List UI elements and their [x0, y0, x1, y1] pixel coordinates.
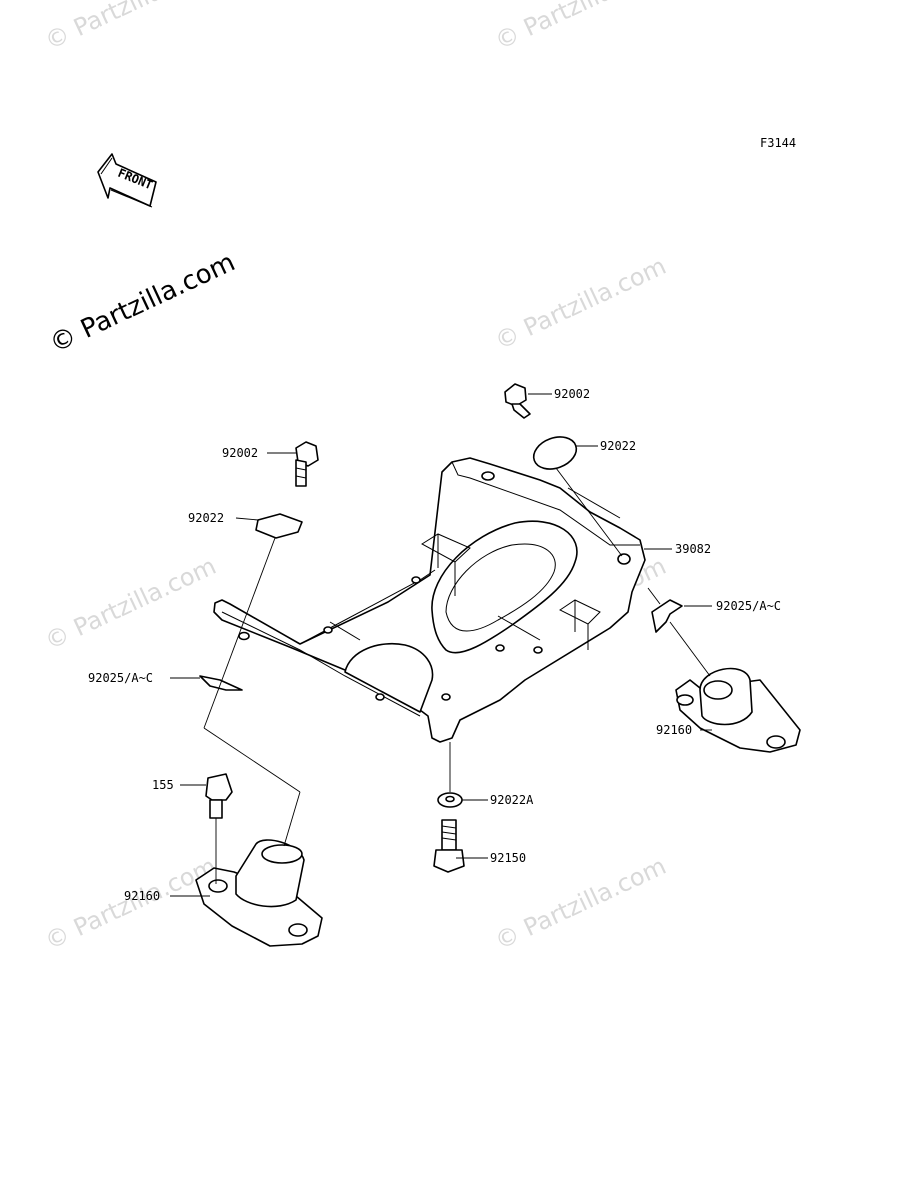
watermark-main: © Partzilla.com	[45, 247, 240, 359]
watermark-faint-6: © Partzilla.com	[41, 852, 221, 956]
leader-lines	[170, 393, 712, 897]
watermark-faint-1: © Partzilla.com	[41, 0, 221, 55]
label-washer-bottom: 92022A	[490, 793, 534, 807]
label-washer-top-left: 92022	[188, 511, 224, 525]
clip-92025-right	[651, 599, 683, 633]
label-washer-top-right: 92022	[600, 439, 636, 453]
bolt-92002-left	[295, 441, 319, 487]
washer-92022A	[437, 792, 463, 808]
front-arrow-icon: FRONT	[97, 153, 157, 208]
callout-labels: 92002 92022 92002 92022 39082 92025/A~C …	[88, 387, 781, 903]
watermark-faint-group: © Partzilla.com © Partzilla.com © Partzi…	[41, 0, 671, 955]
bolt-92002-right	[504, 383, 531, 419]
washer-92022-left	[255, 513, 303, 539]
watermark-faint-3: © Partzilla.com	[491, 252, 671, 356]
mount-92160-left	[195, 839, 323, 947]
watermark-faint-7: © Partzilla.com	[491, 852, 671, 956]
label-mount-right: 92160	[656, 723, 692, 737]
mount-92160-right	[675, 667, 801, 753]
watermark-faint-4: © Partzilla.com	[41, 552, 221, 656]
bolt-92150	[433, 819, 465, 873]
figure-code: F3144	[760, 136, 796, 150]
label-bolt-top-left: 92002	[222, 446, 258, 460]
label-bolt-bottom: 92150	[490, 851, 526, 865]
bracket-plate	[213, 457, 646, 743]
watermark-faint-2: © Partzilla.com	[491, 0, 671, 55]
washer-92022-right	[532, 436, 578, 470]
label-clip-right: 92025/A~C	[716, 599, 781, 613]
stud-155	[205, 773, 233, 819]
label-stud: 155	[152, 778, 174, 792]
label-mount-left: 92160	[124, 889, 160, 903]
label-bolt-top-right: 92002	[554, 387, 590, 401]
label-bracket: 39082	[675, 542, 711, 556]
label-clip-left: 92025/A~C	[88, 671, 153, 685]
